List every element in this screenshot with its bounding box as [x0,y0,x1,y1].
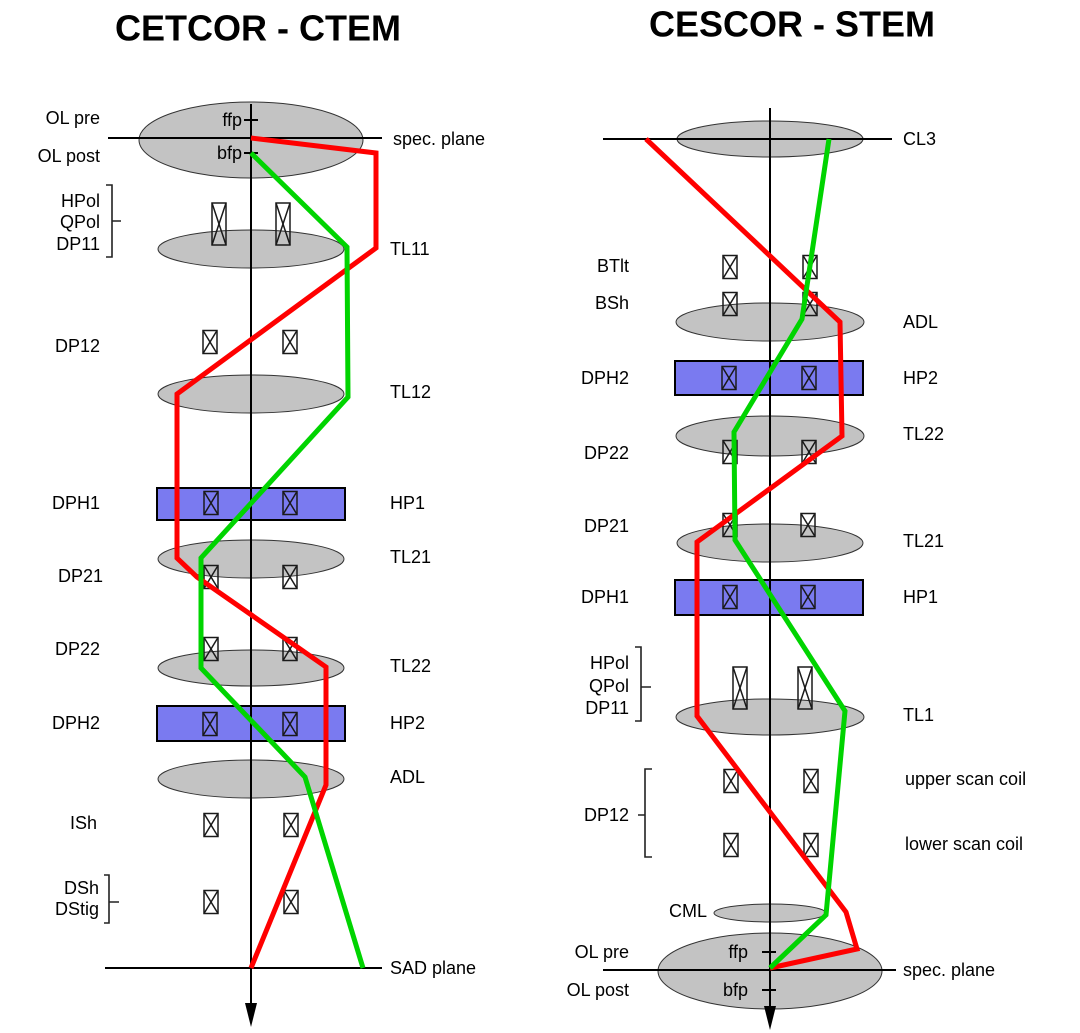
label-hpol: HPol [61,191,100,211]
label-dp11: DP11 [585,698,629,718]
deflector-icon [803,768,819,794]
deflector-icon [723,768,739,794]
label-ish: ISh [70,813,97,833]
label-dp21: DP21 [584,516,629,536]
label-tl22: TL22 [903,424,944,444]
label-ol-post: OL post [567,980,629,1000]
hpol-group-bracket [106,184,121,258]
label-dp22: DP22 [55,639,100,659]
label-dph2: DPH2 [581,368,629,388]
label-tl21: TL21 [390,547,431,567]
label-spec-plane: spec. plane [393,129,485,149]
deflector-icon [803,832,819,858]
cescor-stem-diagram: CESCOR - STEM [567,4,1026,1030]
right-title: CESCOR - STEM [649,4,935,45]
label-bsh: BSh [595,293,629,313]
label-dp22: DP22 [584,443,629,463]
axial-ray-red [644,137,861,971]
deflector-icon [203,812,219,838]
label-qpol: QPol [589,676,629,696]
label-ol-pre: OL pre [46,108,100,128]
label-dsh: DSh [64,878,99,898]
label-spec-plane: spec. plane [903,960,995,980]
dp12-group-bracket [638,768,652,858]
label-tl21: TL21 [903,531,944,551]
label-bfp: bfp [217,143,242,163]
label-adl: ADL [903,312,938,332]
label-lower-scan-coil: lower scan coil [905,834,1023,854]
dsh-group-bracket [104,874,119,924]
field-ray-green [731,138,848,970]
label-ol-pre: OL pre [575,942,629,962]
deflector-icon [722,254,738,280]
label-dp12: DP12 [55,336,100,356]
axis-arrow-icon [764,1006,776,1030]
label-adl: ADL [390,767,425,787]
label-tl11: TL11 [390,239,430,259]
deflector-icon [282,329,298,355]
label-tl1: TL1 [903,705,934,725]
label-cl3: CL3 [903,129,936,149]
label-sad-plane: SAD plane [390,958,476,978]
label-ol-post: OL post [38,146,100,166]
label-tl22: TL22 [390,656,431,676]
deflector-icon [283,812,299,838]
label-ffp: ffp [222,110,242,130]
label-qpol: QPol [60,212,100,232]
axis-arrow-icon [245,1003,257,1027]
deflector-icon [202,329,218,355]
label-hp2: HP2 [390,713,425,733]
label-btlt: BTlt [597,256,629,276]
label-dp21: DP21 [58,566,103,586]
label-tl12: TL12 [390,382,431,402]
left-title: CETCOR - CTEM [115,8,401,49]
label-dph1: DPH1 [52,493,100,513]
label-upper-scan-coil: upper scan coil [905,769,1026,789]
label-cml: CML [669,901,707,921]
label-dp11: DP11 [56,234,100,254]
label-hp1: HP1 [390,493,425,513]
hpol-group-bracket [635,646,651,722]
deflector-icon [283,889,299,915]
label-dp12: DP12 [584,805,629,825]
axial-ray-red [174,135,379,969]
label-bfp: bfp [723,980,748,1000]
label-dstig: DStig [55,899,99,919]
label-dph2: DPH2 [52,713,100,733]
label-dph1: DPH1 [581,587,629,607]
label-hp2: HP2 [903,368,938,388]
field-ray-green [198,151,366,969]
label-hp1: HP1 [903,587,938,607]
cetcor-ctem-diagram: CETCOR - CTEM [38,8,485,1027]
label-hpol: HPol [590,653,629,673]
label-ffp: ffp [728,942,748,962]
deflector-icon [203,889,219,915]
deflector-icon [723,832,739,858]
